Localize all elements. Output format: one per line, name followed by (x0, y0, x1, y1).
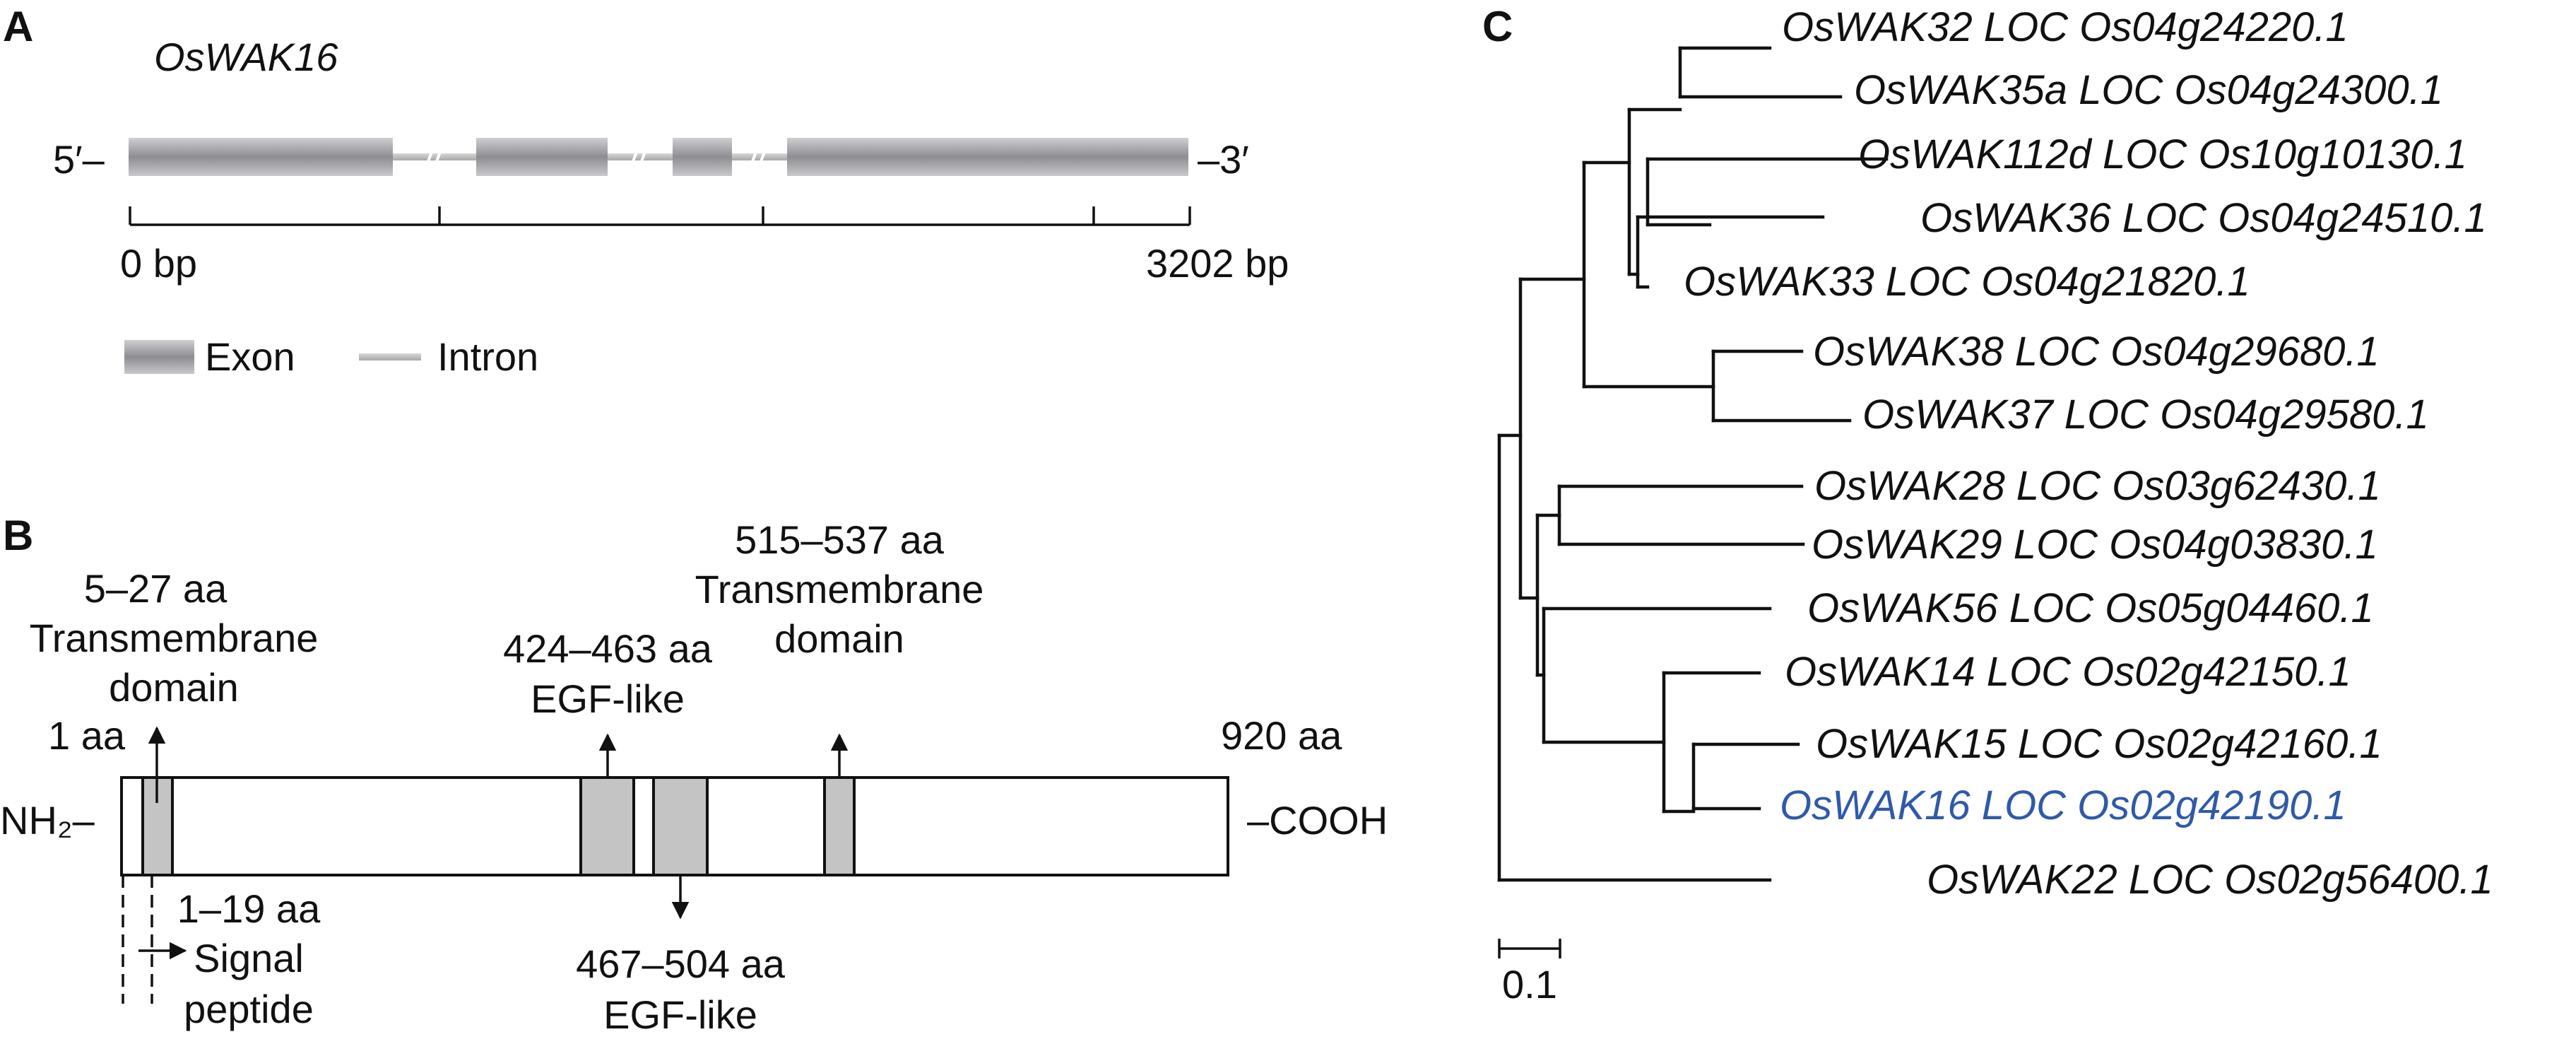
leaf-label: OsWAK112d LOC Os10g10130.1 (1858, 131, 2467, 177)
three-prime-label: –3′ (1198, 137, 1249, 182)
exon-4 (787, 138, 1188, 176)
intron-3 (732, 153, 787, 160)
exon-1 (129, 138, 393, 176)
legend-intron-swatch (359, 353, 421, 360)
domain-egf-like-2 (652, 776, 709, 876)
panel-b-letter: B (3, 512, 33, 559)
phylogenetic-tree (1497, 46, 1889, 882)
tm1-name-line1: Transmembrane (30, 616, 319, 660)
leaf-label: OsWAK14 LOC Os02g42150.1 (1785, 649, 2351, 695)
leaf-label: OsWAK29 LOC Os04g03830.1 (1812, 522, 2378, 568)
legend-intron-label: Intron (437, 334, 538, 379)
egf2-range-label: 467–504 aa (576, 942, 786, 986)
domain-egf-like-1 (579, 776, 635, 876)
tm2-name-line1: Transmembrane (695, 567, 984, 611)
panel-a-letter: A (3, 3, 33, 50)
tm2-range-label: 515–537 aa (735, 517, 945, 562)
tm1-name-line2: domain (109, 665, 239, 710)
egf1-name-label: EGF-like (531, 676, 685, 721)
panel-a: A OsWAK16 5′– –3′ 0 bp (3, 3, 1289, 379)
intron-2 (608, 153, 673, 160)
five-prime-label: 5′– (53, 137, 105, 182)
exon-3 (673, 138, 732, 176)
gene-introns (393, 149, 787, 166)
tm1-range-label: 5–27 aa (84, 566, 228, 611)
egf2-name-label: EGF-like (603, 992, 757, 1037)
leaf-label: OsWAK35a LOC Os04g24300.1 (1854, 67, 2443, 113)
gene-exons (129, 138, 1188, 176)
legend-exon-swatch (124, 340, 194, 374)
tree-scale-bar: 0.1 (1498, 939, 1561, 1007)
exon-2 (476, 138, 608, 176)
leaf-label: OsWAK38 LOC Os04g29680.1 (1813, 329, 2380, 375)
intron-break-3 (750, 149, 767, 166)
intron-break-1 (425, 149, 442, 166)
leaf-label: OsWAK15 LOC Os02g42160.1 (1816, 721, 2382, 767)
intron-break-2 (630, 149, 647, 166)
bp-scale-axis (129, 206, 1191, 226)
tm2-name-line2: domain (774, 616, 904, 661)
start-aa-label: 1 aa (48, 713, 126, 758)
leaf-label: OsWAK22 LOC Os02g56400.1 (1927, 857, 2493, 903)
panel-b: B NH₂– –COOH 1 aa 920 aa 5–27 aa Transme… (0, 512, 1388, 1037)
gene-legend: Exon Intron (124, 334, 538, 379)
tree-scale-label: 0.1 (1502, 962, 1557, 1007)
end-aa-label: 920 aa (1221, 713, 1342, 758)
domain-transmembrane-2 (823, 776, 856, 876)
leaf-label: OsWAK56 LOC Os05g04460.1 (1807, 585, 2374, 631)
intron-1 (393, 153, 476, 160)
panel-c-letter: C (1482, 3, 1513, 50)
c-terminus-label: –COOH (1247, 798, 1388, 843)
leaf-label: OsWAK37 LOC Os04g29580.1 (1862, 392, 2429, 438)
scale-end-label: 3202 bp (1146, 241, 1289, 286)
leaf-label: OsWAK36 LOC Os04g24510.1 (1920, 195, 2487, 241)
sp-range-label: 1–19 aa (177, 886, 321, 931)
leaf-label: OsWAK33 LOC Os04g21820.1 (1684, 259, 2250, 305)
egf1-range-label: 424–463 aa (503, 626, 713, 671)
panel-c: C (1482, 3, 2493, 1007)
n-terminus-label: NH₂– (0, 798, 95, 843)
leaf-label: OsWAK32 LOC Os04g24220.1 (1782, 4, 2348, 50)
tree-leaf-labels: OsWAK32 LOC Os04g24220.1 OsWAK35a LOC Os… (1684, 4, 2493, 903)
scale-start-label: 0 bp (120, 241, 197, 286)
gene-name-label: OsWAK16 (154, 35, 338, 79)
sp-name-line2: peptide (184, 987, 314, 1031)
leaf-label-highlighted: OsWAK16 LOC Os02g42190.1 (1780, 782, 2346, 828)
legend-exon-label: Exon (205, 334, 295, 379)
sp-name-line1: Signal (194, 936, 304, 980)
leaf-label: OsWAK28 LOC Os03g62430.1 (1814, 463, 2381, 509)
